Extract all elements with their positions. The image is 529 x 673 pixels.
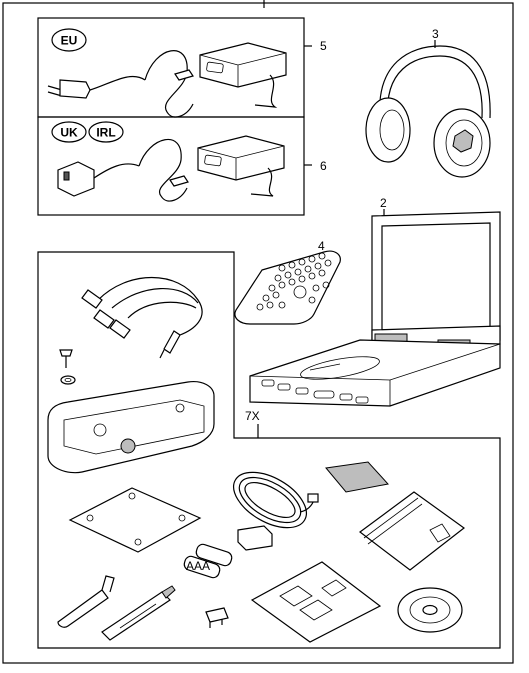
uk-badge-oval <box>51 121 87 143</box>
eu-badge: EU <box>61 34 78 48</box>
psu-uk-group: UK IRL 6 <box>37 116 327 216</box>
psu-uk-box <box>37 116 305 216</box>
irl-badge-oval <box>88 121 124 143</box>
callout-player: 2 <box>380 196 387 210</box>
base-plate-icon <box>68 487 202 553</box>
cleaning-cloth-icon <box>325 461 389 493</box>
uk-adapter-brick-icon <box>197 135 285 197</box>
fuse-icon <box>205 607 229 628</box>
remote-control-icon: 4 <box>234 239 341 325</box>
mounting-template-icon <box>250 561 382 643</box>
foam-block-icon <box>237 525 273 551</box>
kit-box <box>37 251 501 649</box>
battery-label: AAA <box>186 559 210 573</box>
cable-bundle-icon <box>233 471 319 529</box>
outer-frame <box>2 2 514 664</box>
irl-badge: IRL <box>96 126 115 140</box>
callout-psu-uk: 6 <box>320 159 327 173</box>
mounting-cradle-icon <box>47 381 215 474</box>
callout-kit: 7X <box>245 409 260 423</box>
callout-psu-eu: 5 <box>320 39 327 53</box>
eu-plug-icon <box>47 75 146 99</box>
uk-plug-icon <box>57 161 140 197</box>
uk-cable-connector-icon <box>169 175 189 187</box>
callout-remote: 4 <box>318 239 325 253</box>
eu-cable-coil-icon <box>144 50 194 118</box>
utility-knife-icon <box>101 585 176 641</box>
psu-eu-group: EU 5 <box>37 17 327 118</box>
headphones-icon: 3 <box>365 27 491 178</box>
uk-cable-coil-icon <box>138 139 188 202</box>
av-cable-icon <box>81 276 203 359</box>
user-manual-icon <box>359 491 466 571</box>
eu-badge-oval <box>51 28 87 52</box>
cd-disc-icon <box>397 587 463 633</box>
screw-washer-icon <box>59 349 76 385</box>
portable-dvd-player-icon: 2 <box>249 196 501 407</box>
eu-adapter-brick-icon <box>199 42 287 108</box>
aaa-batteries-icon: AAA <box>183 543 233 579</box>
uk-badge: UK <box>60 126 78 140</box>
eu-cable-connector-icon <box>174 69 194 81</box>
allen-key-icon <box>57 575 115 628</box>
installation-kit-group: 7X <box>37 251 501 649</box>
callout-headphones: 3 <box>432 27 439 41</box>
